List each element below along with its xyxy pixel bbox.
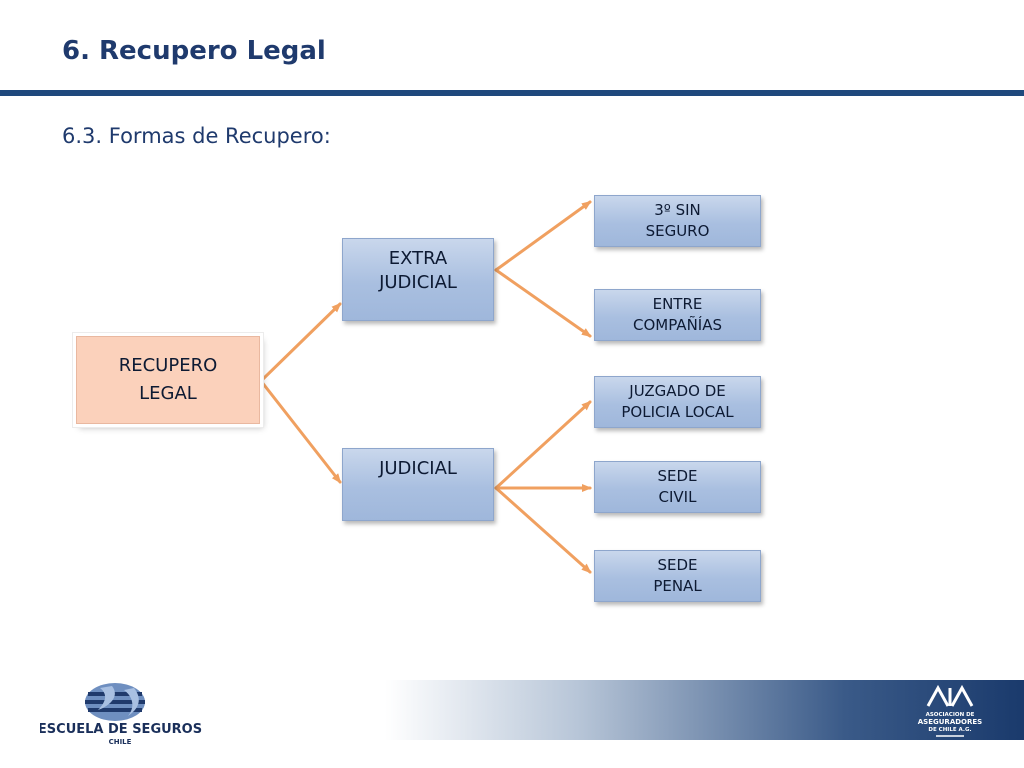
node-label-line: COMPAÑÍAS — [633, 316, 722, 334]
school-name-text: ESCUELA DE SEGUROS — [40, 722, 202, 737]
node-label-line: PENAL — [653, 577, 702, 595]
association-text-line: DE CHILE A.G. — [928, 727, 971, 733]
node-label-line: SEDE — [657, 556, 698, 574]
association-emblem-icon — [926, 684, 974, 707]
node-label-line: 3º SIN — [654, 201, 701, 219]
node-juzgado-policia-local: JUZGADO DE POLICIA LOCAL — [594, 376, 761, 428]
connector-judicial-to-juzgado — [494, 400, 592, 490]
escuela-de-seguros-logo: ESCUELA DE SEGUROS CHILE — [40, 683, 202, 746]
node-label-line: JUZGADO DE — [629, 382, 726, 400]
node-label-line: EXTRA — [388, 248, 448, 269]
footer-gradient-band — [385, 680, 1024, 740]
node-label-line: SEGURO — [645, 222, 710, 240]
connector-root-to-extra-judicial — [259, 302, 342, 383]
association-text-line: ASOCIACION DE — [926, 712, 975, 718]
node-extra-judicial: EXTRA JUDICIAL — [342, 238, 494, 321]
node-sin-seguro: 3º SIN SEGURO — [594, 195, 761, 247]
school-country-text: CHILE — [109, 738, 132, 746]
node-recupero-legal: RECUPERO LEGAL — [73, 333, 263, 427]
node-entre-companias: ENTRE COMPAÑÍAS — [594, 289, 761, 341]
node-label-line: LEGAL — [139, 383, 197, 404]
node-label-line: POLICIA LOCAL — [621, 403, 734, 421]
node-label-line: JUDICIAL — [379, 458, 457, 479]
slide-title: 6. Recupero Legal — [62, 36, 326, 66]
node-label-line: RECUPERO — [118, 355, 218, 376]
node-sede-civil: SEDE CIVIL — [594, 461, 761, 513]
node-label-line: JUDICIAL — [379, 272, 457, 293]
node-label-line: ENTRE — [652, 295, 703, 313]
connector-root-to-judicial — [259, 379, 342, 484]
node-judicial: JUDICIAL — [342, 448, 494, 521]
asociacion-aseguradores-logo: ASOCIACION DE ASEGURADORES DE CHILE A.G. — [918, 684, 982, 737]
slide-subtitle: 6.3. Formas de Recupero: — [62, 124, 331, 148]
node-label-line: CIVIL — [658, 488, 697, 506]
node-sede-penal: SEDE PENAL — [594, 550, 761, 602]
connector-extra-to-entre-companias — [494, 268, 592, 338]
title-rule — [0, 90, 1024, 96]
connector-judicial-to-sede-penal — [494, 486, 592, 574]
association-text-line: ASEGURADORES — [918, 718, 982, 726]
globe-icon — [85, 683, 145, 721]
node-label-line: SEDE — [657, 467, 698, 485]
connector-extra-to-sin-seguro — [494, 200, 592, 272]
